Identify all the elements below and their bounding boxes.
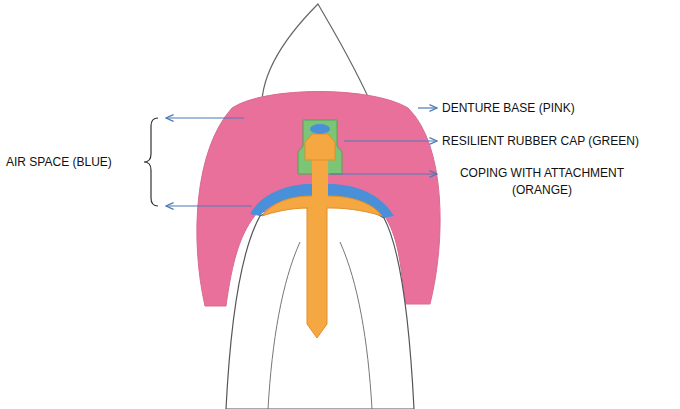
coping: [262, 196, 382, 338]
part-label: RESILIENT RUBBER CAP (GREEN): [442, 133, 639, 150]
attachment-neck: [312, 156, 328, 198]
bracket: [144, 118, 158, 206]
part-label: COPING WITH ATTACHMENT (ORANGE): [442, 165, 642, 199]
leader-line: [166, 117, 244, 118]
leader-line: [330, 173, 437, 174]
part-label: AIR SPACE (BLUE): [6, 154, 112, 171]
leader-line: [166, 205, 252, 206]
air-space: [310, 124, 330, 134]
attachment-head: [305, 134, 335, 160]
leader-line: [344, 140, 437, 141]
part-label: DENTURE BASE (PINK): [442, 100, 575, 117]
root-outline: [268, 242, 300, 409]
root-outline: [340, 242, 372, 409]
leader-line: [418, 107, 437, 108]
